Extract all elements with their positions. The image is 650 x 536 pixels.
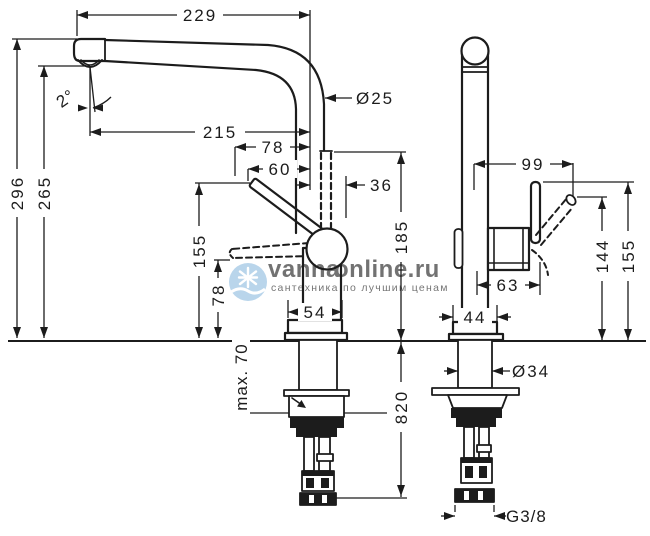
- dim-side-handle-tip-height: 155: [190, 234, 209, 268]
- dimension-labels: 229 296 265 2° 215 78 60 Ø25 36 185 155: [8, 6, 638, 526]
- dim-side-base-width: 54: [304, 303, 327, 322]
- watermark-brand-second: online.ru: [334, 256, 440, 283]
- dim-side-handle-back-reach: 78: [262, 138, 285, 157]
- front-undercounter-assembly: [431, 339, 520, 503]
- watermark-tagline: сантехника по лучшим ценам: [271, 282, 449, 294]
- watermark-brand-first: vanna: [268, 256, 340, 283]
- dim-side-front-offset: 36: [370, 176, 393, 195]
- handle-lever: [248, 177, 324, 238]
- dim-front-handle-offset: 99: [522, 155, 545, 174]
- dim-front-connection-thread: G3/8: [506, 507, 547, 526]
- dim-side-spout-angle: 2°: [53, 86, 79, 112]
- dim-side-spout-reach: 229: [183, 6, 217, 25]
- dim-side-max-counter-thickness: max. 70: [232, 343, 251, 410]
- dim-front-handle-tip-height: 155: [619, 239, 638, 273]
- spout-tip-front: [460, 36, 490, 66]
- ball-joint: [305, 227, 349, 271]
- dim-side-outlet-height: 265: [35, 176, 54, 210]
- dim-front-handle-side-reach: 63: [497, 276, 520, 295]
- dim-side-outlet-projection: 215: [203, 123, 237, 142]
- dim-side-column-height: 185: [392, 220, 411, 254]
- dim-front-shank-diameter: Ø34: [512, 362, 550, 381]
- snowflake-icon: [237, 266, 259, 289]
- dim-side-handle-top-reach: 60: [269, 160, 292, 179]
- spout-head: [72, 37, 107, 63]
- dim-side-handle-low-height: 78: [209, 284, 228, 307]
- dim-side-spout-diameter: Ø25: [356, 89, 394, 108]
- front-column: [460, 50, 490, 342]
- watermark: vanna online.ru сантехника по лучшим цен…: [229, 256, 449, 301]
- handle-lever-front: [529, 180, 542, 245]
- dim-front-handle-pivot-height: 144: [593, 239, 612, 273]
- dim-front-base-width: 44: [464, 308, 487, 327]
- side-undercounter-assembly: [283, 339, 350, 506]
- dim-side-hose-length: 820: [392, 390, 411, 424]
- spout-arm: [103, 38, 326, 152]
- dim-side-total-height: 296: [8, 176, 27, 210]
- front-view: [431, 36, 577, 503]
